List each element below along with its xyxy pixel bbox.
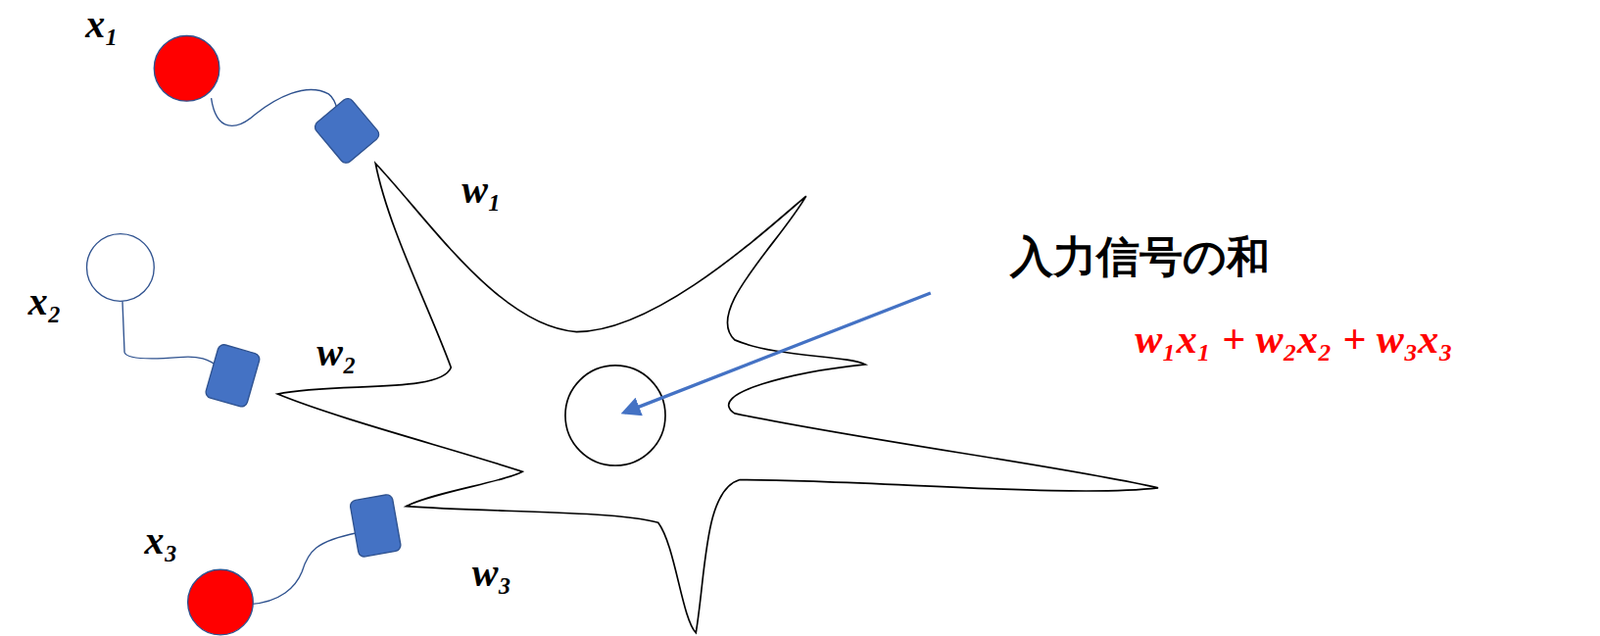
input-label: x₃ (145, 519, 179, 563)
weight-label: w₃ (472, 551, 513, 595)
axon-wire (122, 300, 220, 368)
axon-wire (249, 533, 357, 605)
weight-label: w₂ (316, 331, 357, 375)
synapse (349, 493, 402, 558)
nucleus (565, 365, 666, 466)
input-neuron-firing (153, 36, 220, 102)
input-neuron-silent (87, 234, 155, 302)
pointer-arrow (624, 292, 930, 413)
synapse (312, 96, 382, 166)
input-label: x₂ (28, 280, 62, 324)
weighted-sum-formula: w₁x₁ + w₂x₂ + w₃x₃ (1134, 316, 1454, 362)
input-label: x₁ (85, 2, 119, 47)
sum-heading: 入力信号の和 (1010, 233, 1270, 281)
input-neuron-firing (188, 569, 254, 635)
synapse (204, 342, 262, 408)
weight-label: w₁ (461, 168, 502, 212)
